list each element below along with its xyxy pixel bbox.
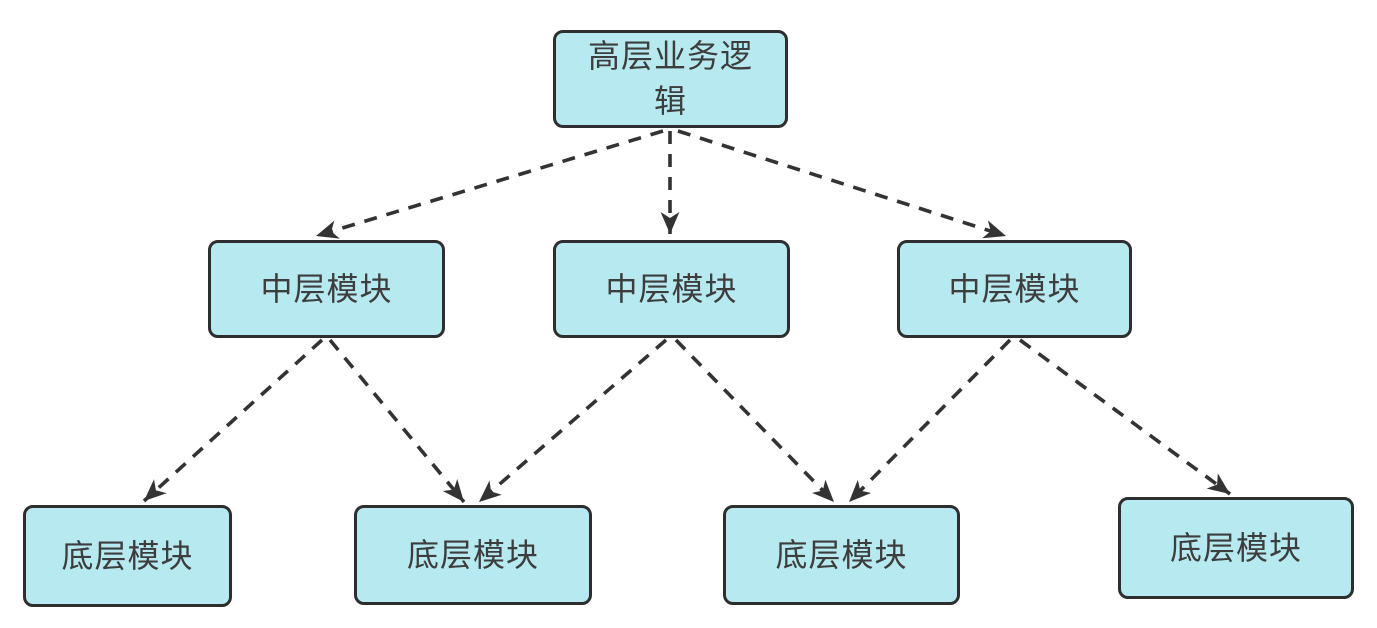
edge-mid3-to-low4 (1018, 338, 1232, 496)
edge-mid1-to-low2 (328, 338, 466, 504)
edge-top-to-mid1 (315, 129, 664, 239)
node-label-high-level-logic: 高层业务逻 辑 (587, 38, 753, 119)
node-label-mid-module-3: 中层模块 (948, 270, 1081, 307)
node-label-low-module-4: 底层模块 (1169, 529, 1302, 566)
node-low-module-1: 底层模块 (23, 505, 232, 607)
node-high-level-logic: 高层业务逻 辑 (553, 30, 788, 128)
node-mid-module-3: 中层模块 (897, 240, 1132, 338)
node-mid-module-2: 中层模块 (553, 240, 790, 338)
edge-mid2-to-low3 (674, 338, 836, 504)
node-label-mid-module-1: 中层模块 (260, 270, 393, 307)
edge-mid3-to-low3 (847, 338, 1012, 504)
node-label-low-module-1: 底层模块 (61, 537, 194, 574)
edge-top-to-mid3 (677, 129, 1007, 239)
node-low-module-2: 底层模块 (354, 505, 592, 605)
edge-mid2-to-low2 (477, 338, 668, 504)
edge-mid1-to-low1 (142, 338, 324, 503)
node-label-low-module-2: 底层模块 (406, 536, 539, 573)
node-mid-module-1: 中层模块 (208, 240, 445, 338)
node-label-mid-module-2: 中层模块 (605, 270, 738, 307)
node-label-low-module-3: 底层模块 (775, 536, 908, 573)
node-low-module-3: 底层模块 (723, 505, 960, 605)
node-low-module-4: 底层模块 (1118, 497, 1354, 599)
